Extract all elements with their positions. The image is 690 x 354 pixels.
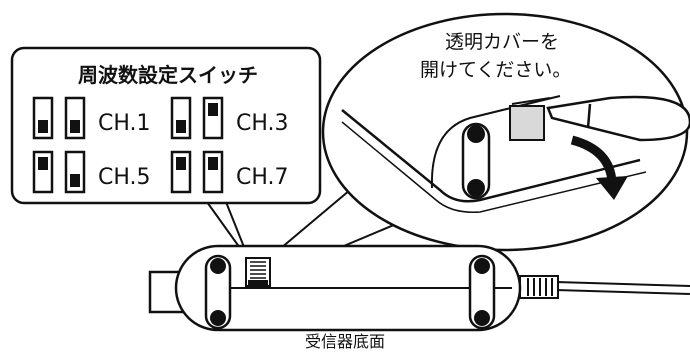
- magnified-detail: 透明カバーを 開けてください。: [321, 12, 690, 252]
- open-arrow-icon: [570, 135, 628, 200]
- switch-callout-box: 周波数設定スイッチ CH.1 CH.3 CH.5: [10, 46, 322, 205]
- dip-switch-ch5: [32, 150, 86, 194]
- channel-label-ch5: CH.5: [98, 165, 151, 190]
- channel-label-ch7: CH.7: [236, 165, 289, 190]
- strap-slot: [461, 122, 491, 200]
- channel-label-ch3: CH.3: [236, 111, 289, 136]
- switch-callout-title: 周波数設定スイッチ: [78, 63, 258, 87]
- dip-switch-ch3: [170, 96, 224, 140]
- channel-label-ch1: CH.1: [98, 111, 151, 136]
- switch-window: [509, 105, 545, 141]
- diagram-caption: 受信器底面: [305, 332, 385, 351]
- dip-switch-ch1: [32, 96, 86, 140]
- dip-switch-ch7: [170, 150, 224, 194]
- receiver-unit: [148, 244, 690, 332]
- cover-instruction-line1: 透明カバーを: [445, 31, 559, 53]
- cover-instruction-line2: 開けてください。: [420, 59, 571, 81]
